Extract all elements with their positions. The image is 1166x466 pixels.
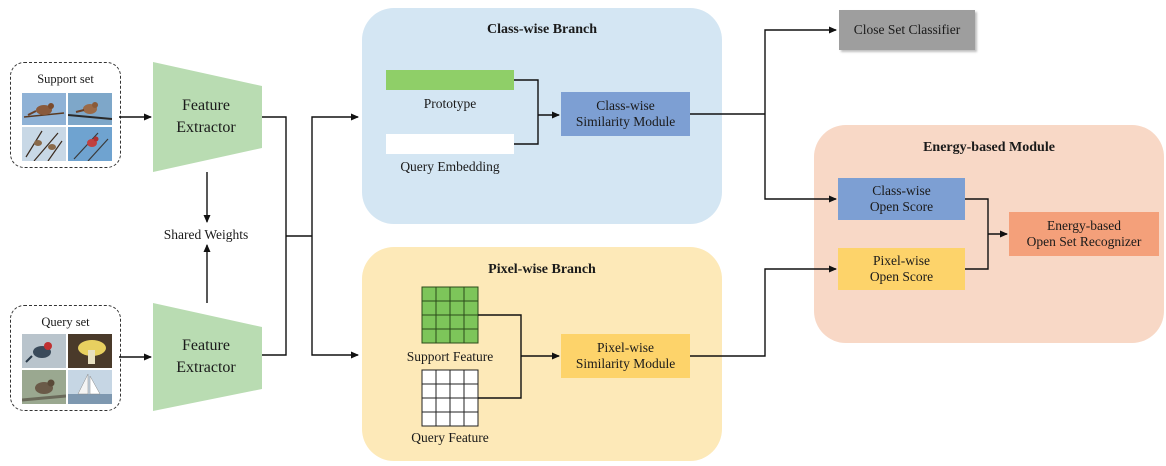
query-image-sailboat	[68, 370, 112, 404]
pixel-wise-open-score: Pixel-wise Open Score	[838, 248, 965, 290]
support-image-bird-4	[68, 127, 112, 161]
pixel-wise-open-score-line2: Open Score	[869, 269, 934, 284]
query-embedding-label: Query Embedding	[400, 159, 500, 174]
line-query-embedding-out	[514, 115, 539, 145]
line-support-feature-out	[478, 314, 522, 356]
feature-extractor-top-shape	[153, 62, 262, 172]
class-wise-similarity-module-line1: Class-wise	[596, 98, 655, 113]
query-feature-grid	[421, 369, 479, 427]
energy-based-open-set-recognizer: Energy-based Open Set Recognizer	[1009, 212, 1159, 256]
line-query-feature-out	[478, 356, 522, 399]
line-prototype-out	[514, 79, 539, 115]
prototype-label: Prototype	[423, 96, 477, 111]
query-set-label: Query set	[41, 315, 90, 329]
pixel-wise-similarity-module-line2: Similarity Module	[575, 356, 676, 371]
feature-extractor-top-line1: Feature	[182, 97, 230, 114]
arrow-to-pixel-open-score	[690, 265, 837, 357]
line-pixel-score-out	[965, 234, 989, 270]
class-wise-similarity-module: Class-wise Similarity Module	[561, 92, 690, 136]
support-set-box: Support set	[10, 62, 121, 168]
arrow-to-close-set-classifier	[764, 26, 837, 114]
line-top-extractor-out	[262, 116, 287, 236]
pixel-wise-similarity-module: Pixel-wise Similarity Module	[561, 334, 690, 378]
pixel-wise-similarity-module-line1: Pixel-wise	[597, 340, 654, 355]
arrow-to-pixel-branch	[311, 236, 359, 359]
feature-extractor-bottom: Feature Extractor	[158, 332, 254, 382]
support-image-bird-1	[22, 93, 66, 125]
energy-based-module-title: Energy-based Module	[923, 140, 1055, 155]
line-bottom-extractor-out	[262, 236, 287, 356]
line-class-score-out	[965, 198, 989, 234]
energy-based-open-set-recognizer-line2: Open Set Recognizer	[1026, 234, 1142, 249]
support-image-bird-3	[22, 127, 66, 161]
arrow-to-class-branch	[311, 113, 359, 236]
class-wise-branch-title: Class-wise Branch	[486, 22, 598, 37]
feature-extractor-top: Feature Extractor	[158, 92, 254, 142]
class-wise-open-score-line2: Open Score	[869, 199, 934, 214]
pixel-wise-branch-title: Pixel-wise Branch	[488, 262, 596, 277]
energy-based-open-set-recognizer-line1: Energy-based	[1047, 218, 1121, 233]
query-image-mushroom	[68, 334, 112, 368]
shared-weights-label: Shared Weights	[163, 227, 249, 242]
feature-extractor-bottom-line1: Feature	[182, 337, 230, 354]
class-wise-open-score-line1: Class-wise	[872, 183, 931, 198]
query-image-bird-1	[22, 334, 66, 368]
support-feature-label: Support Feature	[406, 349, 494, 364]
feature-extractor-bottom-line2: Extractor	[176, 359, 236, 376]
close-set-classifier: Close Set Classifier	[839, 10, 975, 50]
query-image-bird-2	[22, 370, 66, 404]
query-embedding-bar	[386, 134, 514, 154]
class-wise-open-score: Class-wise Open Score	[838, 178, 965, 220]
support-image-bird-2	[68, 93, 112, 125]
arrow-to-class-open-score	[764, 114, 837, 203]
prototype-bar	[386, 70, 514, 90]
feature-extractor-top-line2: Extractor	[176, 119, 236, 136]
query-feature-label: Query Feature	[411, 430, 489, 445]
class-wise-similarity-module-line2: Similarity Module	[575, 114, 676, 129]
pixel-wise-open-score-line1: Pixel-wise	[872, 253, 930, 268]
query-set-box: Query set	[10, 305, 121, 411]
support-set-label: Support set	[37, 72, 94, 86]
feature-extractor-bottom-shape	[153, 303, 262, 411]
